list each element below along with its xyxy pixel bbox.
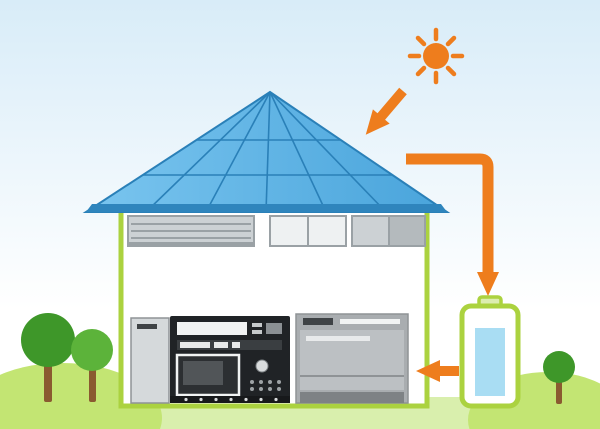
tree-trunk bbox=[556, 376, 562, 404]
roof-grid-line bbox=[145, 91, 271, 213]
display-mid bbox=[177, 340, 282, 350]
vent-slats bbox=[131, 223, 251, 239]
button-dot bbox=[259, 387, 263, 391]
base-dot bbox=[199, 397, 203, 402]
upper-floor-windows bbox=[127, 215, 426, 247]
button-dot bbox=[259, 380, 263, 384]
trees bbox=[21, 313, 575, 404]
kitchen-appliances bbox=[130, 313, 409, 404]
energy-flow-arrows bbox=[365, 87, 499, 382]
tree-right-small bbox=[543, 351, 575, 404]
button-dot bbox=[277, 387, 281, 391]
sun-body bbox=[423, 43, 449, 69]
microwave-glass bbox=[183, 361, 223, 385]
oven-microwave-unit bbox=[170, 316, 290, 403]
dishwasher bbox=[295, 313, 409, 404]
control-button bbox=[266, 323, 282, 334]
button-dot bbox=[268, 387, 272, 391]
roof-grid-line bbox=[269, 91, 327, 213]
base-dot bbox=[244, 397, 248, 402]
tree-left-large bbox=[21, 313, 75, 402]
display-segment bbox=[214, 342, 228, 348]
storage-battery bbox=[459, 295, 521, 409]
control-button bbox=[252, 323, 262, 327]
vent-shadow bbox=[128, 242, 254, 247]
tree-canopy bbox=[21, 313, 75, 367]
cabinet-handle bbox=[137, 324, 157, 329]
button-dots bbox=[250, 380, 281, 391]
base-dot bbox=[214, 397, 218, 402]
control-button bbox=[252, 330, 262, 334]
arrow-sun-to-roof bbox=[365, 87, 407, 135]
window-pane-dark bbox=[390, 217, 424, 245]
roof-grid-line bbox=[269, 91, 387, 213]
cabinet-body bbox=[130, 317, 170, 404]
vent-louver bbox=[127, 215, 255, 247]
base-dot bbox=[274, 397, 278, 402]
roof-eave bbox=[86, 204, 447, 212]
sun-icon bbox=[407, 27, 465, 85]
window-left bbox=[269, 215, 347, 247]
dishwasher-door-slot bbox=[306, 336, 370, 341]
roof-grid-line bbox=[205, 91, 271, 213]
button-dot bbox=[277, 380, 281, 384]
sun-ray bbox=[445, 65, 457, 77]
dishwasher-kick bbox=[300, 392, 404, 403]
sun-rays bbox=[407, 27, 465, 85]
oven-knob bbox=[255, 359, 269, 373]
base-dot bbox=[184, 397, 188, 402]
dishwasher-handle bbox=[303, 318, 333, 325]
sun-ray bbox=[415, 35, 427, 47]
roof-grid-line bbox=[265, 91, 271, 213]
sun-ray bbox=[415, 65, 427, 77]
base-dot bbox=[259, 397, 263, 402]
display-segment bbox=[180, 342, 210, 348]
arrow-roof-to-battery bbox=[406, 153, 499, 296]
tree-trunk bbox=[44, 356, 52, 402]
tree-left-small bbox=[71, 329, 113, 402]
button-dot bbox=[268, 380, 272, 384]
base-dots bbox=[184, 397, 278, 402]
kitchen-cabinet bbox=[130, 317, 170, 404]
tree-canopy bbox=[71, 329, 113, 371]
base-dot bbox=[229, 397, 233, 402]
display-top bbox=[177, 322, 247, 335]
tree-trunk bbox=[89, 364, 96, 402]
window-right bbox=[351, 215, 426, 247]
display-segment bbox=[232, 342, 240, 348]
solar-panel-roof bbox=[82, 90, 451, 213]
button-dot bbox=[250, 387, 254, 391]
battery-cell bbox=[475, 328, 505, 396]
dishwasher-vent-slot bbox=[340, 319, 400, 324]
sun-ray bbox=[445, 35, 457, 47]
button-dot bbox=[250, 380, 254, 384]
roof-grid bbox=[143, 91, 392, 213]
tree-canopy bbox=[543, 351, 575, 383]
